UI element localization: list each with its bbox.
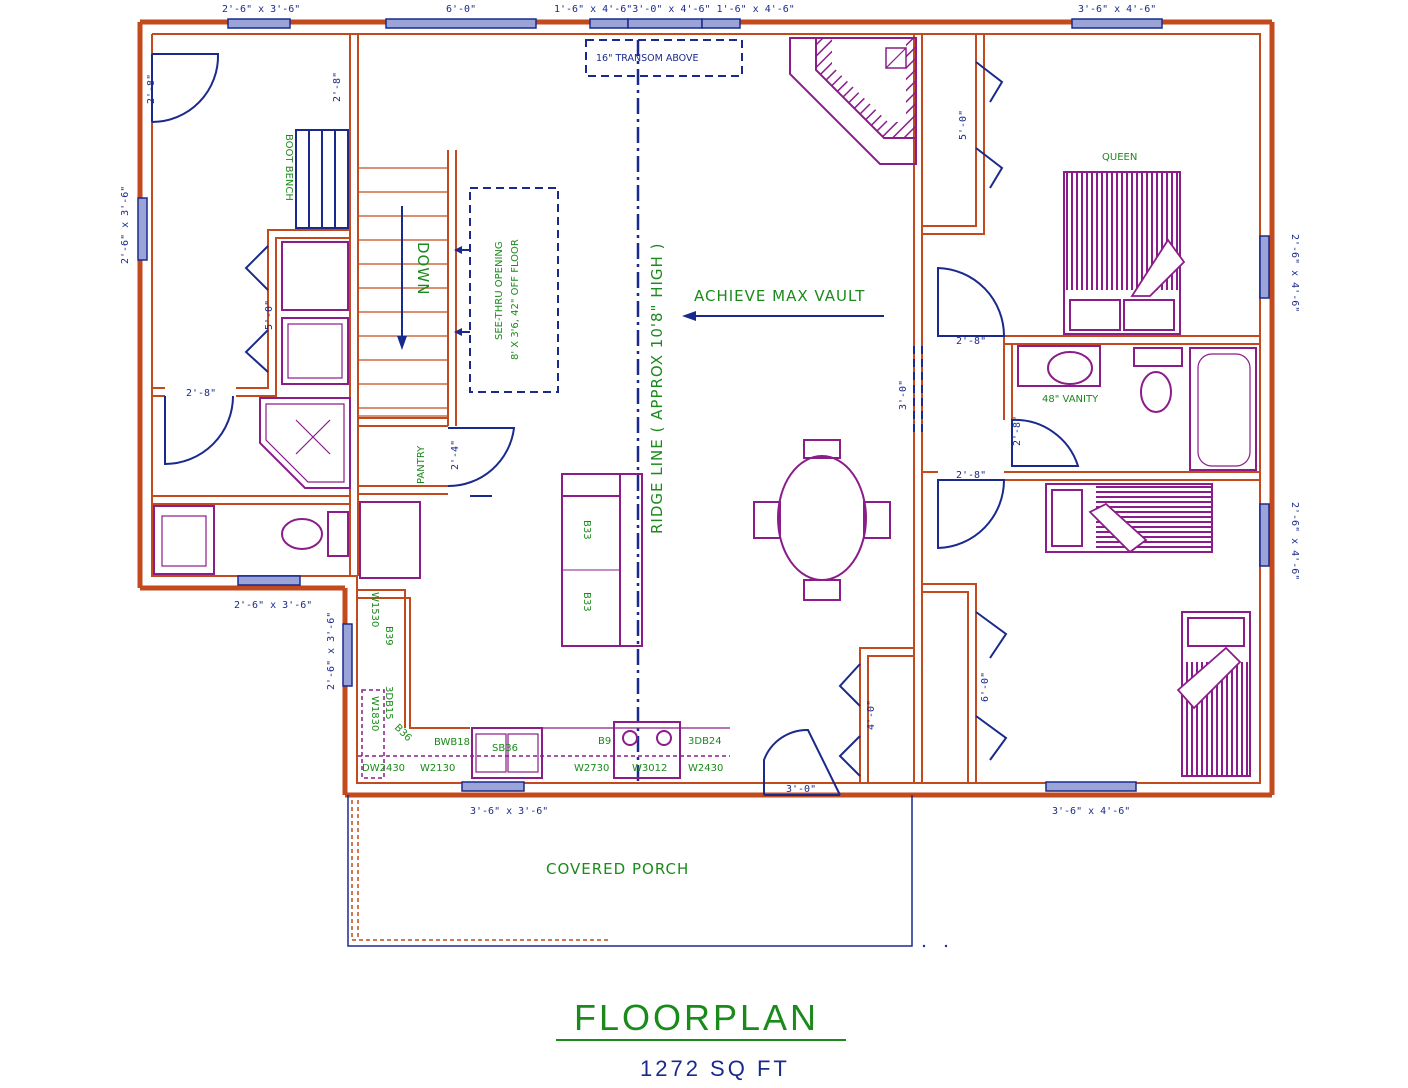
utility-sink — [153, 505, 215, 575]
windows — [137, 18, 1270, 792]
vanity — [1017, 345, 1101, 387]
cab-sb36: SB36 — [492, 743, 518, 754]
door-label-bath-right: 2'-8" — [1012, 416, 1023, 446]
doors — [151, 53, 1080, 796]
door-swing-front — [763, 728, 841, 796]
window-right-upper — [1259, 235, 1270, 299]
toilet-mudroom — [281, 518, 323, 550]
toilet-bath — [1140, 371, 1172, 413]
window-label-kitchen-left: 2'-6" x 3'-6" — [326, 612, 337, 690]
cab-w2130: W2130 — [420, 763, 455, 774]
door-label-bed2-closet: 6'-0" — [980, 672, 991, 702]
dining-table — [777, 455, 867, 581]
window-label-top-6ft: 6'-0" — [446, 4, 476, 15]
cab-dw2430: DW2430 — [362, 763, 405, 774]
window-kitchen-left — [342, 623, 353, 687]
cab-w2730: W2730 — [574, 763, 609, 774]
door-swing-mudroom-entry — [151, 53, 220, 123]
window-label-mudroom-bottom: 2'-6" x 3'-6" — [234, 600, 312, 611]
cab-b39: B39 — [383, 626, 394, 646]
room-labels: BOOT BENCH DOWN SEE-THRU OPENING 8' X 3'… — [283, 53, 1137, 878]
door-label-hall: 3'-0" — [898, 380, 909, 410]
fixtures — [153, 37, 1257, 779]
covered-porch — [347, 795, 948, 948]
cab-w3012: W3012 — [632, 763, 667, 774]
cabinet-labels: W1530 B39 W1830 3DB15 B36 DW2430 W2130 B… — [362, 592, 723, 774]
see-thru-label-2: 8' X 3'6, 42" OFF FLOOR — [510, 239, 521, 360]
transom-label: 16" TRANSOM ABOVE — [596, 53, 699, 64]
island-cab-2: B33 — [581, 592, 592, 612]
queen-label: QUEEN — [1102, 152, 1137, 163]
cab-w1830: W1830 — [369, 696, 380, 731]
window-top-center-b — [627, 18, 703, 29]
window-label-right-upper: 2'-6" x 4'-6" — [1289, 234, 1300, 312]
kitchen-sink — [471, 727, 543, 779]
porch-label: COVERED PORCH — [546, 860, 689, 878]
window-front-center — [461, 781, 525, 792]
door-label-bed1-closet: 5'-0" — [958, 110, 969, 140]
plan-subtitle: 1272 SQ FT — [640, 1056, 790, 1081]
dryer — [281, 241, 349, 311]
door-label-laundry: 5'-0" — [264, 300, 275, 330]
pantry-label: PANTRY — [416, 445, 427, 484]
window-label-top-right: 3'-6" x 4'-6" — [1078, 4, 1156, 15]
window-label-top-center: 1'-6" x 4'-6"3'-0" x 4'-6" 1'-6" x 4'-6" — [554, 4, 795, 15]
door-swing-mudroom-inner — [164, 395, 234, 466]
transom-box — [585, 39, 743, 77]
dimension-labels: 2'-6" x 3'-6" 6'-0" 1'-6" x 4'-6"3'-0" x… — [120, 4, 1300, 817]
window-top-right — [1071, 18, 1163, 29]
door-swing-bed1 — [937, 266, 1006, 337]
door-label-pantry: 2'-4" — [450, 440, 461, 470]
ridge-label: RIDGE LINE ( APPROX 10'8" HIGH ) — [648, 243, 666, 534]
door-swing-bath — [1011, 418, 1080, 467]
door-label-mudroom-side: 2'-8" — [332, 72, 343, 102]
window-top-6ft — [385, 18, 537, 29]
window-label-front-center: 3'-6" x 3'-6" — [470, 806, 548, 817]
vault-label: ACHIEVE MAX VAULT — [694, 287, 865, 305]
vanity-label: 48" VANITY — [1042, 394, 1099, 405]
window-mudroom-bottom — [237, 575, 301, 586]
door-label-bath-left: 2'-8" — [186, 388, 216, 399]
window-label-left-wall: 2'-6" x 3'-6" — [120, 186, 131, 264]
window-top-left — [227, 18, 291, 29]
window-label-front-right: 3'-6" x 4'-6" — [1052, 806, 1130, 817]
cab-3db15: 3DB15 — [383, 686, 394, 720]
cab-w2430: W2430 — [688, 763, 723, 774]
cab-bwb18: BWB18 — [434, 737, 470, 748]
window-top-center-a — [589, 18, 629, 29]
plan-title: FLOORPLAN — [574, 997, 819, 1038]
door-label-bed2: 2'-8" — [956, 470, 986, 481]
staircase — [295, 129, 449, 417]
see-thru-opening — [469, 187, 559, 393]
washer — [281, 317, 349, 385]
kitchen-island — [561, 473, 643, 647]
window-top-center-c — [701, 18, 741, 29]
island-cab-1: B33 — [581, 520, 592, 540]
cab-w1530: W1530 — [369, 592, 380, 627]
fridge — [359, 501, 421, 579]
see-thru-label-1: SEE-THRU OPENING — [494, 241, 505, 340]
door-swing-bed2 — [937, 479, 1006, 550]
interior-walls — [152, 34, 1260, 783]
window-right-lower — [1259, 503, 1270, 567]
window-label-top-left: 2'-6" x 3'-6" — [222, 4, 300, 15]
window-left-wall — [137, 197, 148, 261]
window-label-right-lower: 2'-6" x 4'-6" — [1289, 502, 1300, 580]
bathtub — [1189, 347, 1257, 471]
cab-3db24: 3DB24 — [688, 736, 722, 747]
window-front-right — [1045, 781, 1137, 792]
door-label-bed1: 2'-8" — [956, 336, 986, 347]
door-label-front: 3'-0" — [786, 784, 816, 795]
boot-bench-label: BOOT BENCH — [283, 134, 294, 201]
door-label-coat: 4'-0" — [866, 700, 877, 730]
cab-b9: B9 — [598, 736, 611, 747]
shower — [259, 397, 351, 489]
door-label-mudroom-entry: 2'-8" — [146, 74, 157, 104]
stairs-down-label: DOWN — [414, 242, 432, 295]
